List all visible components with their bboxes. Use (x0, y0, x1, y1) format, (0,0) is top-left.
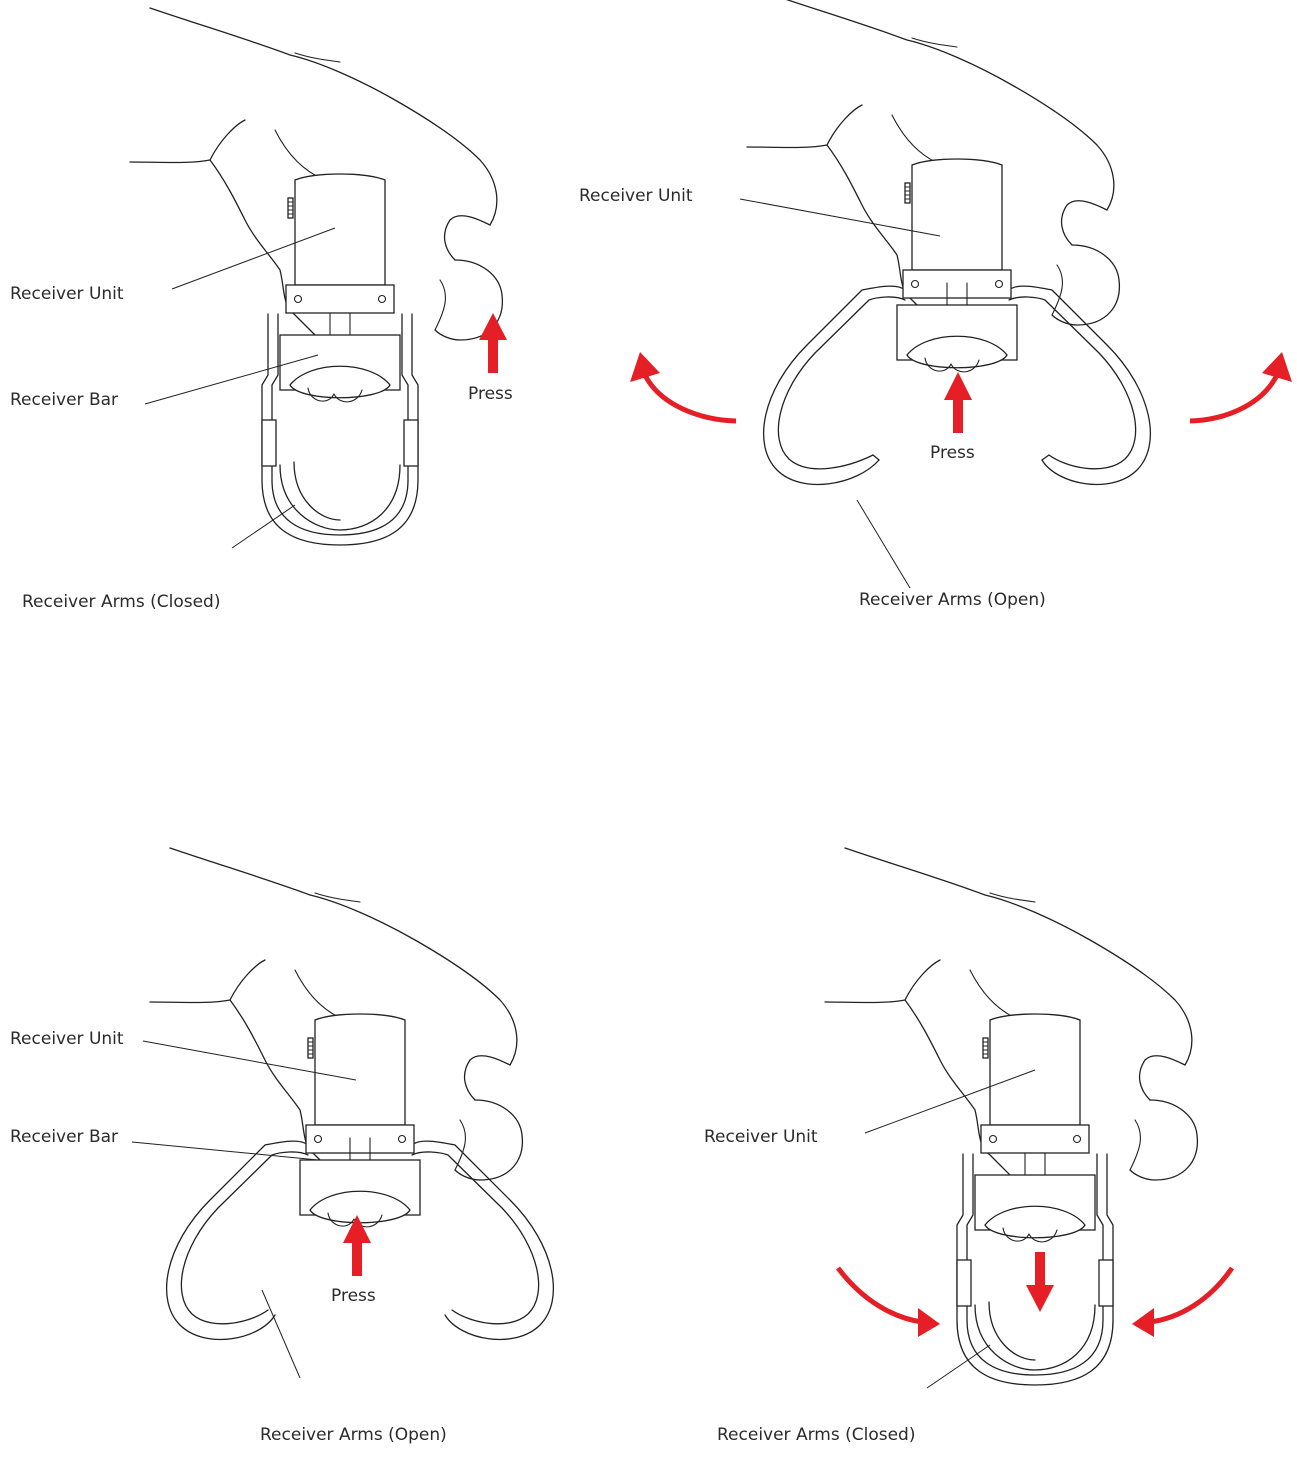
label-receiver-arms-2: Receiver Arms (Open) (859, 590, 1046, 610)
leader-receiver-unit-2 (740, 199, 940, 236)
press-arrow-1 (479, 313, 507, 373)
label-receiver-bar-1: Receiver Bar (10, 390, 118, 410)
open-arrow-left-2 (630, 352, 736, 421)
down-arrow-4 (1026, 1252, 1054, 1312)
leader-receiver-arms-1 (232, 505, 295, 548)
leader-receiver-bar-3 (132, 1142, 318, 1160)
open-arrow-right-2 (1190, 352, 1292, 421)
panel-bottom-left (150, 848, 553, 1339)
leader-receiver-arms-3 (262, 1290, 300, 1378)
close-arrow-right-4 (1132, 1268, 1232, 1337)
label-press-3: Press (331, 1286, 376, 1306)
label-receiver-arms-1: Receiver Arms (Closed) (22, 592, 220, 612)
label-receiver-arms-4: Receiver Arms (Closed) (717, 1425, 915, 1445)
label-receiver-bar-3: Receiver Bar (10, 1127, 118, 1147)
leader-receiver-arms-2 (857, 500, 910, 588)
label-receiver-unit-4: Receiver Unit (704, 1127, 818, 1147)
label-receiver-unit-1: Receiver Unit (10, 284, 124, 304)
label-receiver-unit-2: Receiver Unit (579, 186, 693, 206)
panel-top-right (747, 0, 1150, 484)
press-arrow-3 (343, 1215, 371, 1276)
label-receiver-arms-3: Receiver Arms (Open) (260, 1425, 447, 1445)
close-arrow-left-4 (838, 1268, 940, 1337)
panel-top-left (130, 8, 502, 545)
label-press-2: Press (930, 443, 975, 463)
press-arrow-2 (944, 372, 972, 433)
label-receiver-unit-3: Receiver Unit (10, 1029, 124, 1049)
label-press-1: Press (468, 384, 513, 404)
leader-receiver-arms-4 (927, 1345, 990, 1388)
